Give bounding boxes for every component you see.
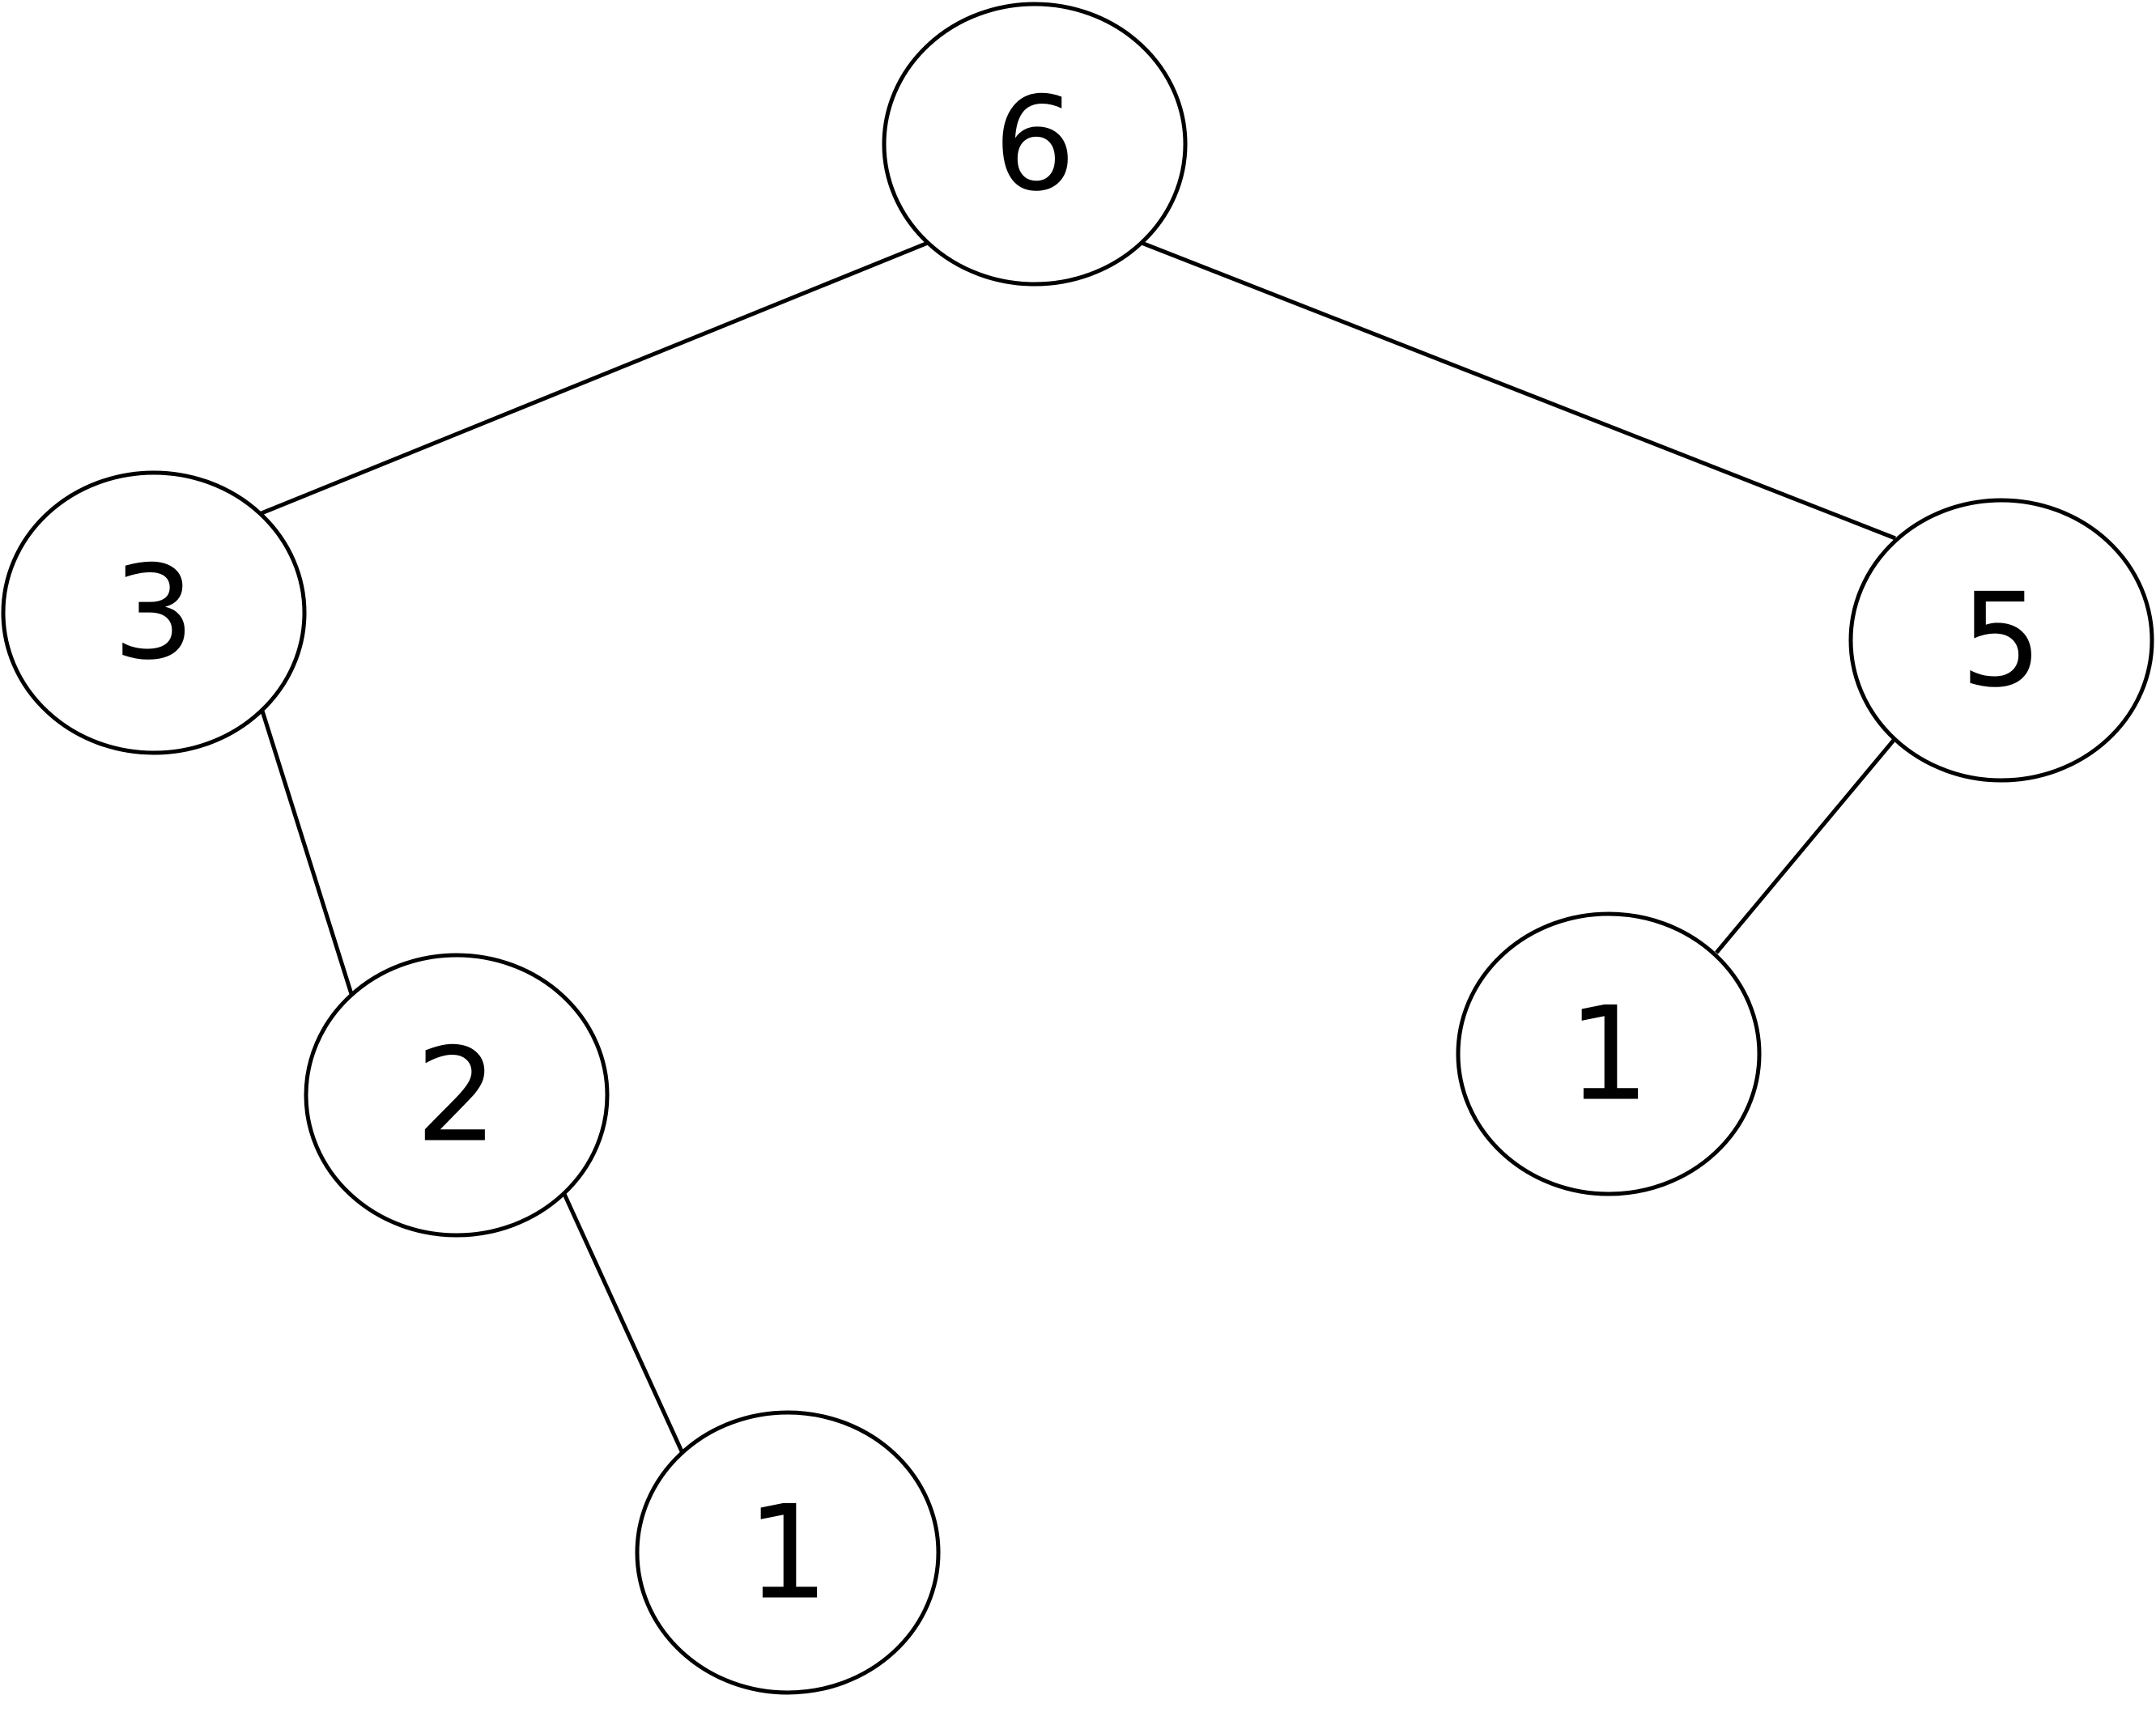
node-label-left-right: 2 <box>415 1020 498 1171</box>
node-circle-right-left <box>1456 911 1762 1196</box>
node-label-root: 6 <box>993 69 1076 220</box>
node-label-left: 3 <box>113 537 195 689</box>
node-circle-root <box>882 2 1188 287</box>
tree-node-root: 6 <box>882 2 1188 287</box>
tree-node-left-right: 2 <box>304 953 610 1238</box>
node-label-right: 5 <box>1960 565 2043 716</box>
node-label-left-right-right: 1 <box>746 1477 829 1629</box>
node-label-right-left: 1 <box>1567 979 1650 1130</box>
tree-node-right: 5 <box>1848 498 2154 783</box>
edge-root-right <box>1141 240 1896 541</box>
node-circle-right <box>1848 498 2154 783</box>
tree-node-right-left: 1 <box>1456 911 1762 1196</box>
edge-right-right-left <box>1715 737 1897 954</box>
tree-node-left: 3 <box>1 470 307 755</box>
node-circle-left-right <box>304 953 610 1238</box>
tree-edges <box>259 240 1897 1453</box>
node-circle-left-right-right <box>635 1410 941 1695</box>
edge-left-left-right <box>259 707 354 995</box>
tree-node-left-right-right: 1 <box>635 1410 941 1695</box>
node-circle-left <box>1 470 307 755</box>
edge-left-right-left-right-right <box>562 1192 684 1453</box>
edge-root-left <box>261 240 929 516</box>
